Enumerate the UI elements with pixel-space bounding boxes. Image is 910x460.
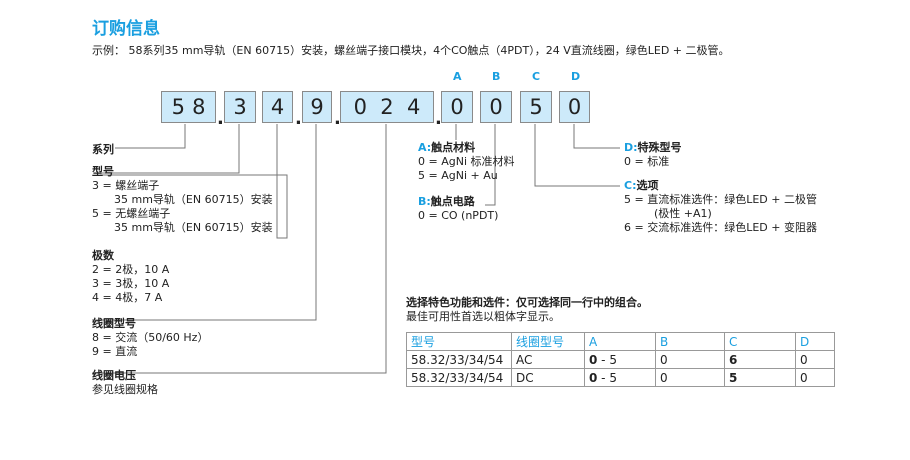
code-dot: . (217, 108, 224, 129)
page-title: 订购信息 (92, 19, 160, 39)
coil-type-section: 线圈型号 8 = 交流（50/60 Hz） 9 = 直流 (92, 317, 209, 358)
type-section: 型号 3 = 螺丝端子 35 mm导轨（EN 60715）安装 5 = 无螺丝端… (92, 165, 273, 234)
code-box-d: 0 (559, 91, 590, 123)
option-d-section: D:特殊型号 0 = 标准 (624, 141, 682, 168)
selection-note: 选择特色功能和选件：仅可选择同一行中的组合。 最佳可用性首选以粗体字显示。 (406, 296, 648, 323)
option-b-section: B:触点电路 0 = CO (nPDT) (418, 195, 499, 222)
code-dot: . (295, 108, 302, 129)
code-box-coil-type: 9 (302, 91, 332, 123)
example-text: 示例： 58系列35 mm导轨（EN 60715）安装，螺丝端子接口模块，4个C… (92, 44, 730, 57)
table-header-row: 型号 线圈型号 A B C D (406, 332, 835, 351)
option-c-section: C:选项 5 = 直流标准选件：绿色LED + 二极管 (极性 +A1) 6 =… (624, 179, 817, 234)
code-box-b: 0 (480, 91, 512, 123)
option-a-section: A:触点材料 0 = AgNi 标准材料 5 = AgNi + Au (418, 141, 515, 182)
letter-d: D (571, 70, 581, 83)
code-box-a: 0 (441, 91, 473, 123)
poles-section: 极数 2 = 2极，10 A 3 = 3极，10 A 4 = 4极，7 A (92, 249, 170, 304)
code-dot: . (334, 108, 341, 129)
col-header: 型号 (406, 332, 512, 351)
series-label: 系列 (92, 143, 114, 156)
col-header: D (795, 332, 835, 351)
letter-c: C (532, 70, 541, 83)
col-header: 线圈型号 (511, 332, 585, 351)
code-box-poles: 4 (262, 91, 293, 123)
code-box-type: 3 (224, 91, 256, 123)
code-box-c: 5 (520, 91, 552, 123)
col-header: C (724, 332, 796, 351)
col-header: B (655, 332, 725, 351)
letter-a: A (453, 70, 462, 83)
letter-b: B (492, 70, 501, 83)
code-dot: . (435, 108, 442, 129)
col-header: A (584, 332, 656, 351)
coil-voltage-section: 线圈电压 参见线圈规格 (92, 369, 158, 396)
